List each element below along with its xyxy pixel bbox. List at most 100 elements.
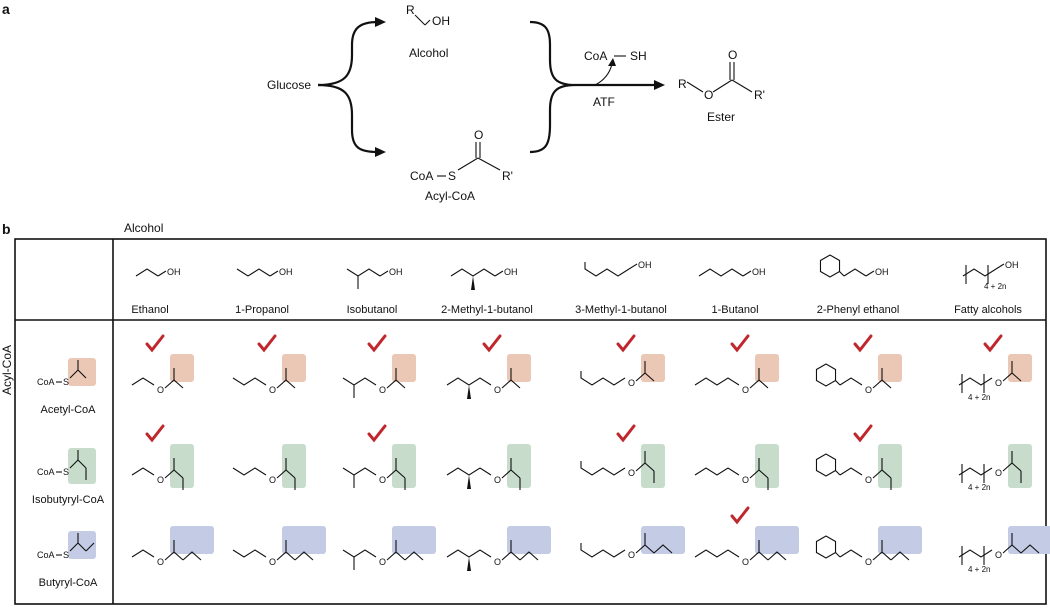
- ester-o-label: O: [157, 385, 164, 395]
- ester-label: Ester: [707, 110, 735, 124]
- alkyl-chain: [694, 467, 740, 476]
- ester-o-label: O: [494, 385, 501, 395]
- check-mark: [145, 334, 165, 353]
- check-mark: [367, 334, 387, 353]
- butyl-extension: [85, 542, 95, 552]
- oh-label: OH: [1005, 260, 1019, 270]
- oh-label: OH: [638, 260, 652, 270]
- s-label: S: [63, 467, 69, 477]
- alkyl-chain: [131, 467, 155, 476]
- acyl-highlight: [641, 526, 685, 554]
- benzene-ring: [815, 535, 837, 559]
- alcohol-structure: R OH: [406, 3, 450, 28]
- ester-o-label: O: [157, 475, 164, 485]
- oh-label: OH: [875, 267, 889, 277]
- check-mark: [482, 334, 502, 353]
- check-mark: [145, 424, 165, 443]
- check-mark: [367, 424, 387, 443]
- acyl-highlight: [282, 526, 326, 554]
- coa-release-arrowhead: [608, 58, 616, 66]
- benzene-ring: [815, 453, 837, 477]
- ester-cell: O: [342, 334, 416, 398]
- acyl-highlight: [68, 448, 96, 484]
- arrowhead-acylcoa: [375, 147, 386, 157]
- acyl-highlight: [170, 444, 194, 488]
- alkyl-chain: [342, 377, 377, 386]
- coa-label: CoA: [37, 377, 55, 387]
- ester-cell: O: [232, 526, 326, 567]
- ring-link: [835, 470, 841, 476]
- oh-bond: [742, 270, 752, 277]
- alkyl-chain: [839, 549, 863, 558]
- alcohol-name: Fatty alcohols: [954, 304, 1022, 316]
- ester-cell: O4 + 2n: [958, 334, 1032, 402]
- alkyl-chain: [694, 377, 740, 386]
- ester-r2-label: R': [754, 88, 765, 102]
- alcohol-name: Isobutanol: [347, 304, 398, 316]
- ester-o-label: O: [628, 550, 635, 560]
- alcohol-header-row: OHEthanolOH1-PropanolOHIsobutanolOH2-Met…: [131, 254, 1022, 316]
- alcohol-column-header: Alcohol: [124, 221, 163, 235]
- oh-bond: [494, 270, 504, 277]
- alkyl-chain: [446, 467, 492, 476]
- butyl-extension: [519, 551, 539, 561]
- acyl-highlight: [392, 354, 416, 382]
- alcohol-name: 3-Methyl-1-butanol: [575, 304, 667, 316]
- oh-bond: [628, 263, 638, 270]
- coa-sh-coa-label: CoA: [584, 49, 607, 63]
- repeat-n-label: 4 + 2n: [968, 483, 990, 492]
- acyl-highlight: [755, 444, 779, 488]
- glucose-branch-up: [317, 20, 379, 87]
- oh-label: OH: [389, 267, 403, 277]
- ester-o-label: O: [269, 385, 276, 395]
- wedge-bond: [471, 276, 475, 290]
- butyl-extension: [294, 551, 314, 561]
- ester-o2-label: O: [728, 48, 737, 62]
- alkyl-chain: [958, 549, 993, 558]
- alcohol-column-6: OH 2-Phenyl ethanol: [817, 254, 900, 316]
- acyl-coa-label: Acyl-CoA: [425, 189, 475, 203]
- oh-bond: [379, 270, 389, 277]
- coa-sh-sh-label: SH: [630, 49, 647, 63]
- acyl-coa-o-label: O: [474, 128, 483, 142]
- ester-cell: O: [342, 526, 436, 570]
- ester-cell: O: [232, 334, 306, 395]
- alkyl-chain: [135, 268, 159, 277]
- acyl-highlight: [392, 444, 416, 488]
- ester-cell: O: [342, 424, 416, 490]
- ester-o-label: O: [628, 468, 635, 478]
- acyl-highlight: [641, 444, 665, 488]
- coa-label: CoA: [37, 467, 55, 477]
- ester-o-label: O: [995, 378, 1002, 388]
- alcohol-name: 2-Phenyl ethanol: [817, 304, 900, 316]
- benzene-ring: [819, 254, 841, 278]
- acyl-highlight: [282, 444, 306, 488]
- alkyl-chain: [958, 377, 993, 386]
- alcohol-column-4: OH 3-Methyl-1-butanol: [575, 260, 667, 316]
- alcohol-r-label: R: [406, 3, 415, 17]
- ester-o-label: O: [269, 557, 276, 567]
- coa-release-arrow: [594, 63, 613, 86]
- check-mark: [616, 334, 636, 353]
- ester-cell: O: [131, 526, 214, 567]
- acyl-highlight: [878, 444, 902, 488]
- arrowhead-ester: [654, 80, 665, 90]
- ester-cell: O: [580, 526, 685, 560]
- ester-cell: O: [580, 334, 665, 388]
- check-mark: [853, 424, 873, 443]
- ester-o-label: O: [865, 557, 872, 567]
- alkyl-chain: [450, 268, 496, 277]
- acyl-highlight: [878, 526, 922, 554]
- butyl-extension: [767, 551, 787, 561]
- butyl-extension: [1020, 544, 1040, 554]
- ester-o-label: O: [995, 468, 1002, 478]
- acyl-highlight: [1008, 526, 1050, 554]
- alkyl-chain: [342, 549, 377, 558]
- acyl-coa-s-label: S: [448, 169, 456, 183]
- alcohol-label: Alcohol: [409, 46, 448, 60]
- ester-cell: O: [446, 444, 531, 490]
